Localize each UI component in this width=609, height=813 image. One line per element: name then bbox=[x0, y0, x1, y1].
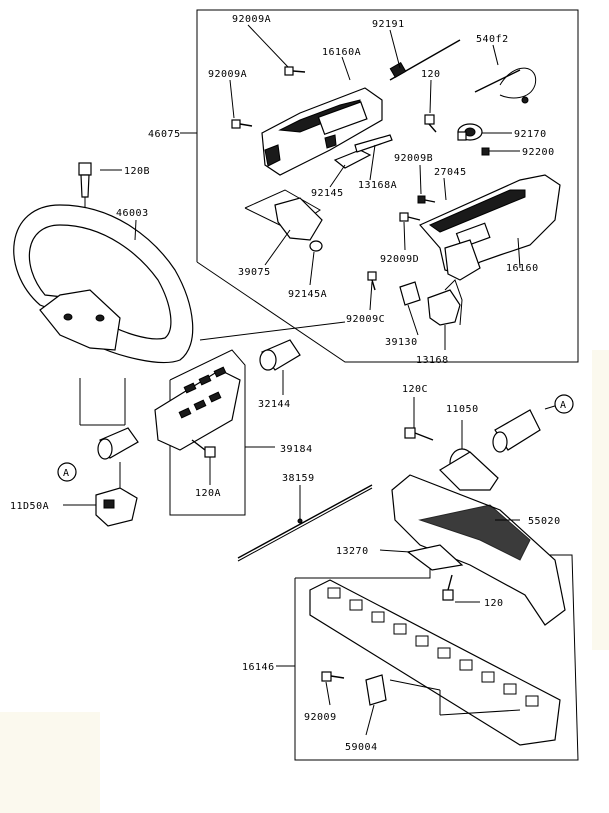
label-39184: 39184 bbox=[280, 444, 313, 455]
circle-a-right-label: A bbox=[560, 400, 567, 411]
label-92145a: 92145A bbox=[288, 289, 327, 300]
screw-92009 bbox=[321, 671, 345, 682]
label-59004: 59004 bbox=[345, 742, 378, 753]
label-11050: 11050 bbox=[446, 404, 479, 415]
screw-92009d bbox=[399, 212, 421, 222]
plate-39130 bbox=[399, 281, 421, 306]
label-32144: 32144 bbox=[258, 399, 291, 410]
circle-a-left-marker: A bbox=[57, 462, 77, 482]
sleeve-32144 bbox=[259, 339, 301, 371]
label-55020: 55020 bbox=[528, 516, 561, 527]
clamp-92170 bbox=[457, 123, 483, 141]
screw-92009c bbox=[367, 271, 377, 291]
throttle-housing-upper bbox=[261, 87, 383, 176]
shaft-92191 bbox=[389, 39, 461, 81]
label-46003: 46003 bbox=[116, 208, 149, 219]
circle-a-right-marker: A bbox=[554, 394, 574, 414]
label-92009b: 92009B bbox=[394, 153, 433, 164]
upper-group-frame bbox=[196, 9, 579, 363]
clamp-11050 bbox=[439, 448, 499, 491]
label-13168: 13168 bbox=[416, 355, 449, 366]
label-92009: 92009 bbox=[304, 712, 337, 723]
bolt-120a bbox=[191, 439, 216, 458]
corner-shade-bottom bbox=[0, 712, 100, 813]
screw-92009a-left bbox=[231, 119, 253, 129]
label-38159: 38159 bbox=[282, 473, 315, 484]
label-92200: 92200 bbox=[522, 147, 555, 158]
label-92145: 92145 bbox=[311, 188, 344, 199]
leader-lines bbox=[63, 24, 559, 736]
cover-16146 bbox=[309, 579, 561, 746]
guard-55020 bbox=[391, 474, 566, 626]
plate-13270 bbox=[406, 544, 464, 571]
label-92170: 92170 bbox=[514, 129, 547, 140]
label-16160: 16160 bbox=[506, 263, 539, 274]
label-92191: 92191 bbox=[372, 19, 405, 30]
middle-group-frame bbox=[169, 349, 246, 516]
label-16160a: 16160A bbox=[322, 47, 361, 58]
clamp-block-39184 bbox=[154, 366, 241, 451]
label-120c: 120C bbox=[402, 384, 428, 395]
clamp-11050a bbox=[95, 487, 138, 527]
latch-13168 bbox=[427, 279, 463, 326]
label-120a: 120A bbox=[195, 488, 221, 499]
label-39130: 39130 bbox=[385, 337, 418, 348]
sleeve-left bbox=[97, 427, 139, 460]
label-46075: 46075 bbox=[148, 129, 181, 140]
label-120-top: 120 bbox=[421, 69, 441, 80]
lower-group-frame bbox=[294, 554, 579, 761]
screw-120-bottom bbox=[442, 574, 454, 601]
label-plate-59004 bbox=[365, 674, 387, 706]
label-11050a: 11D50A bbox=[10, 501, 49, 512]
label-27045: 27045 bbox=[434, 167, 467, 178]
sleeve-right bbox=[492, 409, 541, 453]
cable-540f2 bbox=[474, 67, 537, 104]
throttle-housing-lower bbox=[419, 174, 561, 281]
label-16146: 16146 bbox=[242, 662, 275, 673]
cover-39075 bbox=[244, 189, 323, 252]
circle-a-left-label: A bbox=[63, 468, 70, 479]
corner-shade-right bbox=[592, 350, 609, 650]
lever-92145 bbox=[333, 134, 393, 169]
label-92009d: 92009D bbox=[380, 254, 419, 265]
label-13168a: 13168A bbox=[358, 180, 397, 191]
label-13270: 13270 bbox=[336, 546, 369, 557]
label-92009a-top: 92009A bbox=[232, 14, 271, 25]
label-92009c: 92009C bbox=[346, 314, 385, 325]
label-120-bottom: 120 bbox=[484, 598, 504, 609]
drive-shaft-38159 bbox=[237, 484, 373, 562]
label-92009a-left: 92009A bbox=[208, 69, 247, 80]
screw-120-top bbox=[424, 114, 437, 133]
label-540f2: 540f2 bbox=[476, 34, 509, 45]
bolt-120c bbox=[404, 427, 434, 441]
label-120b: 120B bbox=[124, 166, 150, 177]
label-39075: 39075 bbox=[238, 267, 271, 278]
screw-92009a-top bbox=[284, 66, 306, 76]
loop-handle-46003 bbox=[13, 204, 194, 364]
screw-92009b bbox=[417, 195, 436, 204]
nut-92200 bbox=[481, 147, 490, 156]
